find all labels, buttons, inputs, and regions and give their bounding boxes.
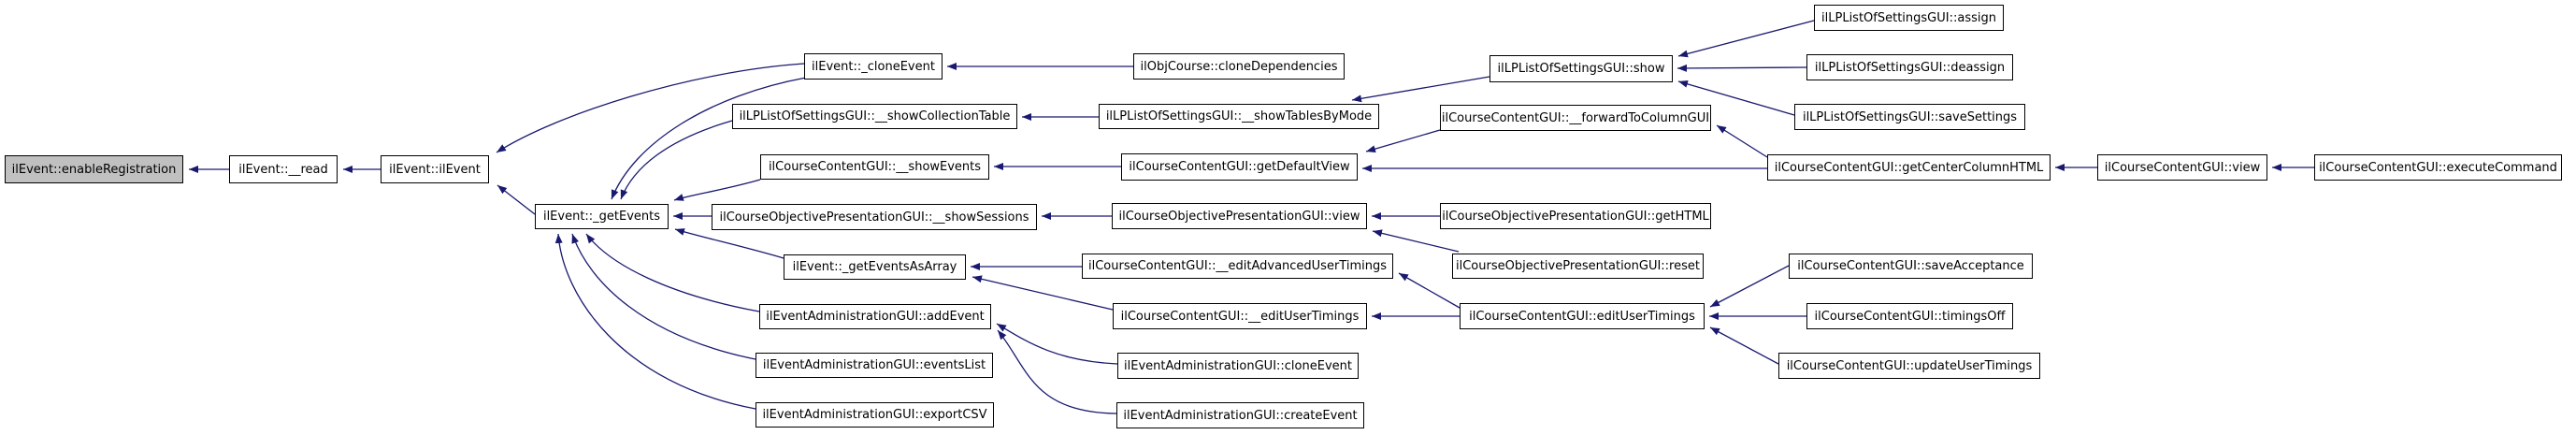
edge xyxy=(1365,129,1441,153)
node-showEvents[interactable]: ilCourseContentGUI::__showEvents xyxy=(760,154,989,180)
node-showTablesByMode[interactable]: ilLPListOfSettingsGUI::__showTablesByMod… xyxy=(1099,104,1379,129)
edge xyxy=(611,77,807,200)
node-updateUserTimings[interactable]: ilCourseContentGUI::updateUserTimings xyxy=(1778,353,2040,379)
edge xyxy=(997,329,1117,414)
node-forwardToColumnGUI[interactable]: ilCourseContentGUI::__forwardToColumnGUI xyxy=(1440,105,1711,131)
edge xyxy=(1716,124,1768,158)
node-editUserTimingsPriv[interactable]: ilCourseContentGUI::__editUserTimings xyxy=(1113,303,1367,329)
node-exportCSV[interactable]: ilEventAdministrationGUI::exportCSV xyxy=(756,402,994,428)
node-eventsList[interactable]: ilEventAdministrationGUI::eventsList xyxy=(756,353,993,378)
node-enableRegistration: ilEvent::enableRegistration xyxy=(5,155,183,183)
node-ilEvent[interactable]: ilEvent::ilEvent xyxy=(381,155,489,183)
node-showCollectionTable[interactable]: ilLPListOfSettingsGUI::__showCollectionT… xyxy=(732,104,1017,129)
edge xyxy=(554,233,756,410)
node-adminCloneEvent[interactable]: ilEventAdministrationGUI::cloneEvent xyxy=(1117,353,1359,379)
node-getEventsAsArray[interactable]: ilEvent::_getEventsAsArray xyxy=(784,254,966,280)
node-editAdvancedUserTimings[interactable]: ilCourseContentGUI::__editAdvancedUserTi… xyxy=(1082,254,1393,279)
node-read[interactable]: ilEvent::__read xyxy=(229,155,338,183)
node-getEvents[interactable]: ilEvent::_getEvents xyxy=(535,204,669,229)
node-ccView[interactable]: ilCourseContentGUI::view xyxy=(2097,154,2267,181)
edge xyxy=(1709,326,1779,365)
node-objReset[interactable]: ilCourseObjectivePresentationGUI::reset xyxy=(1452,254,1704,279)
edge xyxy=(1372,229,1460,253)
node-getDefaultView[interactable]: ilCourseContentGUI::getDefaultView xyxy=(1121,153,1358,181)
edge xyxy=(1677,20,1815,58)
node-cloneEvent[interactable]: ilEvent::_cloneEvent xyxy=(804,53,943,80)
node-saveAcceptance[interactable]: ilCourseContentGUI::saveAcceptance xyxy=(1789,254,2033,279)
edge xyxy=(996,323,1118,365)
edge xyxy=(673,179,761,201)
edge xyxy=(1709,265,1790,308)
node-lpDeassign[interactable]: ilLPListOfSettingsGUI::deassign xyxy=(1806,54,2013,80)
node-addEvent[interactable]: ilEventAdministrationGUI::addEvent xyxy=(759,304,991,329)
edge xyxy=(971,275,1114,311)
edge xyxy=(1677,80,1795,116)
edge xyxy=(1351,76,1490,103)
edge xyxy=(496,63,805,153)
edge xyxy=(1398,272,1461,309)
edge xyxy=(1677,64,1807,72)
node-getCenterColumnHTML[interactable]: ilCourseContentGUI::getCenterColumnHTML xyxy=(1767,154,2051,181)
node-lpSaveSettings[interactable]: ilLPListOfSettingsGUI::saveSettings xyxy=(1794,104,2025,130)
node-objGetHTML[interactable]: ilCourseObjectivePresentationGUI::getHTM… xyxy=(1440,203,1711,229)
node-adminCreateEvent[interactable]: ilEventAdministrationGUI::createEvent xyxy=(1116,402,1364,428)
node-executeCommand[interactable]: ilCourseContentGUI::executeCommand xyxy=(2314,154,2562,181)
edge xyxy=(585,233,760,312)
node-objView[interactable]: ilCourseObjectivePresentationGUI::view xyxy=(1112,203,1367,229)
node-editUserTimings[interactable]: ilCourseContentGUI::editUserTimings xyxy=(1460,303,1705,329)
edge xyxy=(620,120,733,200)
node-showSessions[interactable]: ilCourseObjectivePresentationGUI::__show… xyxy=(712,204,1037,230)
node-cloneDependencies[interactable]: ilObjCourse::cloneDependencies xyxy=(1133,53,1345,80)
edge xyxy=(496,184,536,215)
node-lpShow[interactable]: ilLPListOfSettingsGUI::show xyxy=(1489,55,1673,82)
edge xyxy=(571,233,756,360)
node-lpAssign[interactable]: ilLPListOfSettingsGUI::assign xyxy=(1814,5,2004,31)
node-timingsOff[interactable]: ilCourseContentGUI::timingsOff xyxy=(1806,303,2013,329)
edge xyxy=(674,228,784,259)
